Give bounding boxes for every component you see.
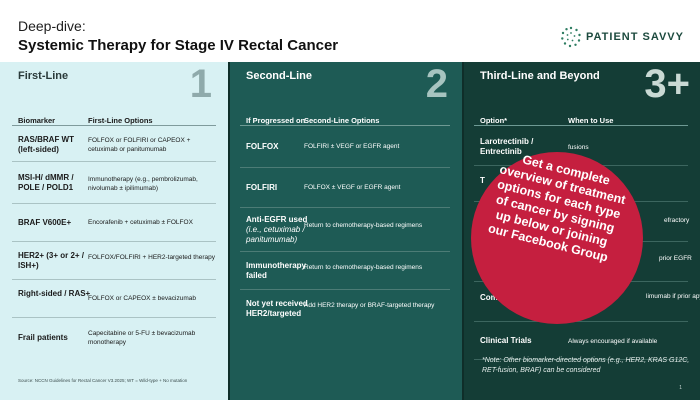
row-option: Immunotherapy (e.g., pembrolizumab, nivo… — [88, 176, 198, 192]
third-line-heading: Third-Line and Beyond — [480, 70, 600, 82]
row-prior-therapy: Anti-EGFR used (i.e., cetuximab / panitu… — [246, 215, 310, 245]
row-option: T — [480, 176, 485, 185]
table-row: RAS/BRAF WT (left-sided) FOLFOX or FOLFI… — [12, 126, 216, 162]
dotted-circle-icon — [561, 26, 581, 48]
row-option: Return to chemotherapy-based regimens — [304, 264, 423, 271]
row-prior-therapy: FOLFOX — [246, 142, 279, 151]
first-line-column: First-Line 1 Biomarker First-Line Option… — [0, 62, 228, 400]
first-line-heading: First-Line — [18, 70, 69, 82]
row-when-to-use: prior EGFR — [659, 255, 692, 262]
row-prior-therapy: FOLFIRI — [246, 183, 278, 192]
third-line-header: Third-Line and Beyond 3+ — [462, 62, 700, 106]
table-row: Anti-EGFR used (i.e., cetuximab / panitu… — [240, 208, 450, 252]
row-prior-therapy-label: Anti-EGFR used — [246, 215, 308, 224]
row-biomarker: HER2+ (3+ or 2+ / ISH+) — [18, 251, 85, 270]
table-row: Frail patients Capecitabine or 5-FU ± be… — [12, 318, 216, 360]
logo-text: PATIENT SAVVY — [586, 31, 684, 43]
row-option: FOLFOX ± VEGF or EGFR agent — [304, 184, 401, 191]
table-divider — [240, 125, 450, 126]
promo-overlay-circle[interactable] — [471, 152, 643, 324]
second-line-table: FOLFOX FOLFIRI ± VEGF or EGFR agent FOLF… — [228, 126, 462, 330]
third-line-table-header: Option* When to Use — [462, 116, 700, 130]
first-line-header: First-Line 1 — [0, 62, 228, 106]
table-row: BRAF V600E+ Encorafenib + cetuximab ± FO… — [12, 204, 216, 242]
table-divider — [12, 125, 216, 126]
col-header-biomarker: Biomarker — [18, 116, 56, 125]
row-option: FOLFOX or FOLFIRI or CAPEOX + cetuximab … — [88, 137, 191, 153]
col-header-if-progressed-on: If Progressed on — [246, 116, 306, 125]
col-header-option: Option* — [480, 116, 508, 125]
row-biomarker: Frail patients — [18, 333, 68, 342]
table-row: FOLFOX FOLFIRI ± VEGF or EGFR agent — [240, 126, 450, 168]
source-footnote: Source: NCCN Guidelines for Rectal Cance… — [18, 378, 188, 383]
row-option: Capecitabine or 5-FU ± bevacizumab monot… — [88, 330, 196, 346]
third-line-number: 3+ — [644, 62, 690, 106]
row-when-to-use: Always encouraged if available — [568, 338, 658, 345]
row-prior-therapy-detail: (i.e., cetuximab / panitumumab) — [246, 225, 305, 244]
second-line-table-header: If Progressed on Second-Line Options — [228, 116, 462, 130]
patient-savvy-logo[interactable]: PATIENT SAVVY — [560, 26, 684, 48]
third-line-footnote: *Note: Other biomarker-directed options … — [482, 357, 690, 374]
first-line-number: 1 — [189, 62, 212, 106]
row-biomarker: Right-sided / RAS+ — [18, 289, 91, 298]
row-option: Encorafenib + cetuximab ± FOLFOX — [88, 219, 193, 226]
table-row: Not yet received HER2/targeted Add HER2 … — [240, 290, 450, 330]
col-header-first-line-options: First-Line Options — [88, 116, 153, 125]
slide-title: Systemic Therapy for Stage IV Rectal Can… — [18, 37, 339, 54]
first-line-table-header: Biomarker First-Line Options — [0, 116, 228, 130]
row-option: FOLFOX or CAPEOX ± bevacizumab — [88, 295, 196, 302]
row-prior-therapy: Immunotherapy failed — [246, 261, 307, 280]
table-row: MSI-H/ dMMR / POLE / POLD1 Immunotherapy… — [12, 162, 216, 204]
table-row: HER2+ (3+ or 2+ / ISH+) FOLFOX/FOLFIRI +… — [12, 242, 216, 280]
table-divider — [474, 125, 688, 126]
row-biomarker: BRAF V600E+ — [18, 218, 72, 227]
row-option: Clinical Trials — [480, 336, 532, 345]
row-prior-therapy: Not yet received HER2/targeted — [246, 299, 308, 318]
row-biomarker: RAS/BRAF WT (left-sided) — [18, 135, 74, 154]
row-when-to-use: fusions — [568, 144, 589, 151]
second-line-heading: Second-Line — [246, 70, 313, 82]
table-row: Immunotherapy failed Return to chemother… — [240, 252, 450, 290]
row-option: FOLFOX/FOLFIRI + HER2-targeted therapy — [88, 254, 215, 261]
row-when-to-use: efractory — [664, 217, 690, 224]
col-header-second-line-options: Second-Line Options — [304, 116, 380, 125]
slide-header: Deep-dive: Systemic Therapy for Stage IV… — [0, 0, 700, 62]
first-line-table: RAS/BRAF WT (left-sided) FOLFOX or FOLFI… — [0, 126, 228, 360]
table-row: Right-sided / RAS+ FOLFOX or CAPEOX ± be… — [12, 280, 216, 318]
row-option: FOLFIRI ± VEGF or EGFR agent — [304, 143, 400, 150]
row-option: Add HER2 therapy or BRAF-targeted therap… — [304, 302, 435, 309]
second-line-header: Second-Line 2 — [228, 62, 462, 106]
row-biomarker: MSI-H/ dMMR / POLE / POLD1 — [18, 173, 74, 192]
col-header-when-to-use: When to Use — [568, 116, 614, 125]
table-row: Clinical Trials Always encouraged if ava… — [474, 322, 688, 360]
slide-kicker: Deep-dive: — [18, 18, 86, 34]
table-row: FOLFIRI FOLFOX ± VEGF or EGFR agent — [240, 168, 450, 208]
row-option: Larotrectinib / Entrectinib — [480, 137, 534, 156]
second-line-number: 2 — [425, 62, 448, 106]
second-line-column: Second-Line 2 If Progressed on Second-Li… — [228, 62, 462, 400]
row-option: Return to chemotherapy-based regimens — [304, 222, 423, 229]
row-when-to-use: limumab if prior apy — [646, 293, 700, 300]
page-number: 1 — [679, 385, 682, 391]
